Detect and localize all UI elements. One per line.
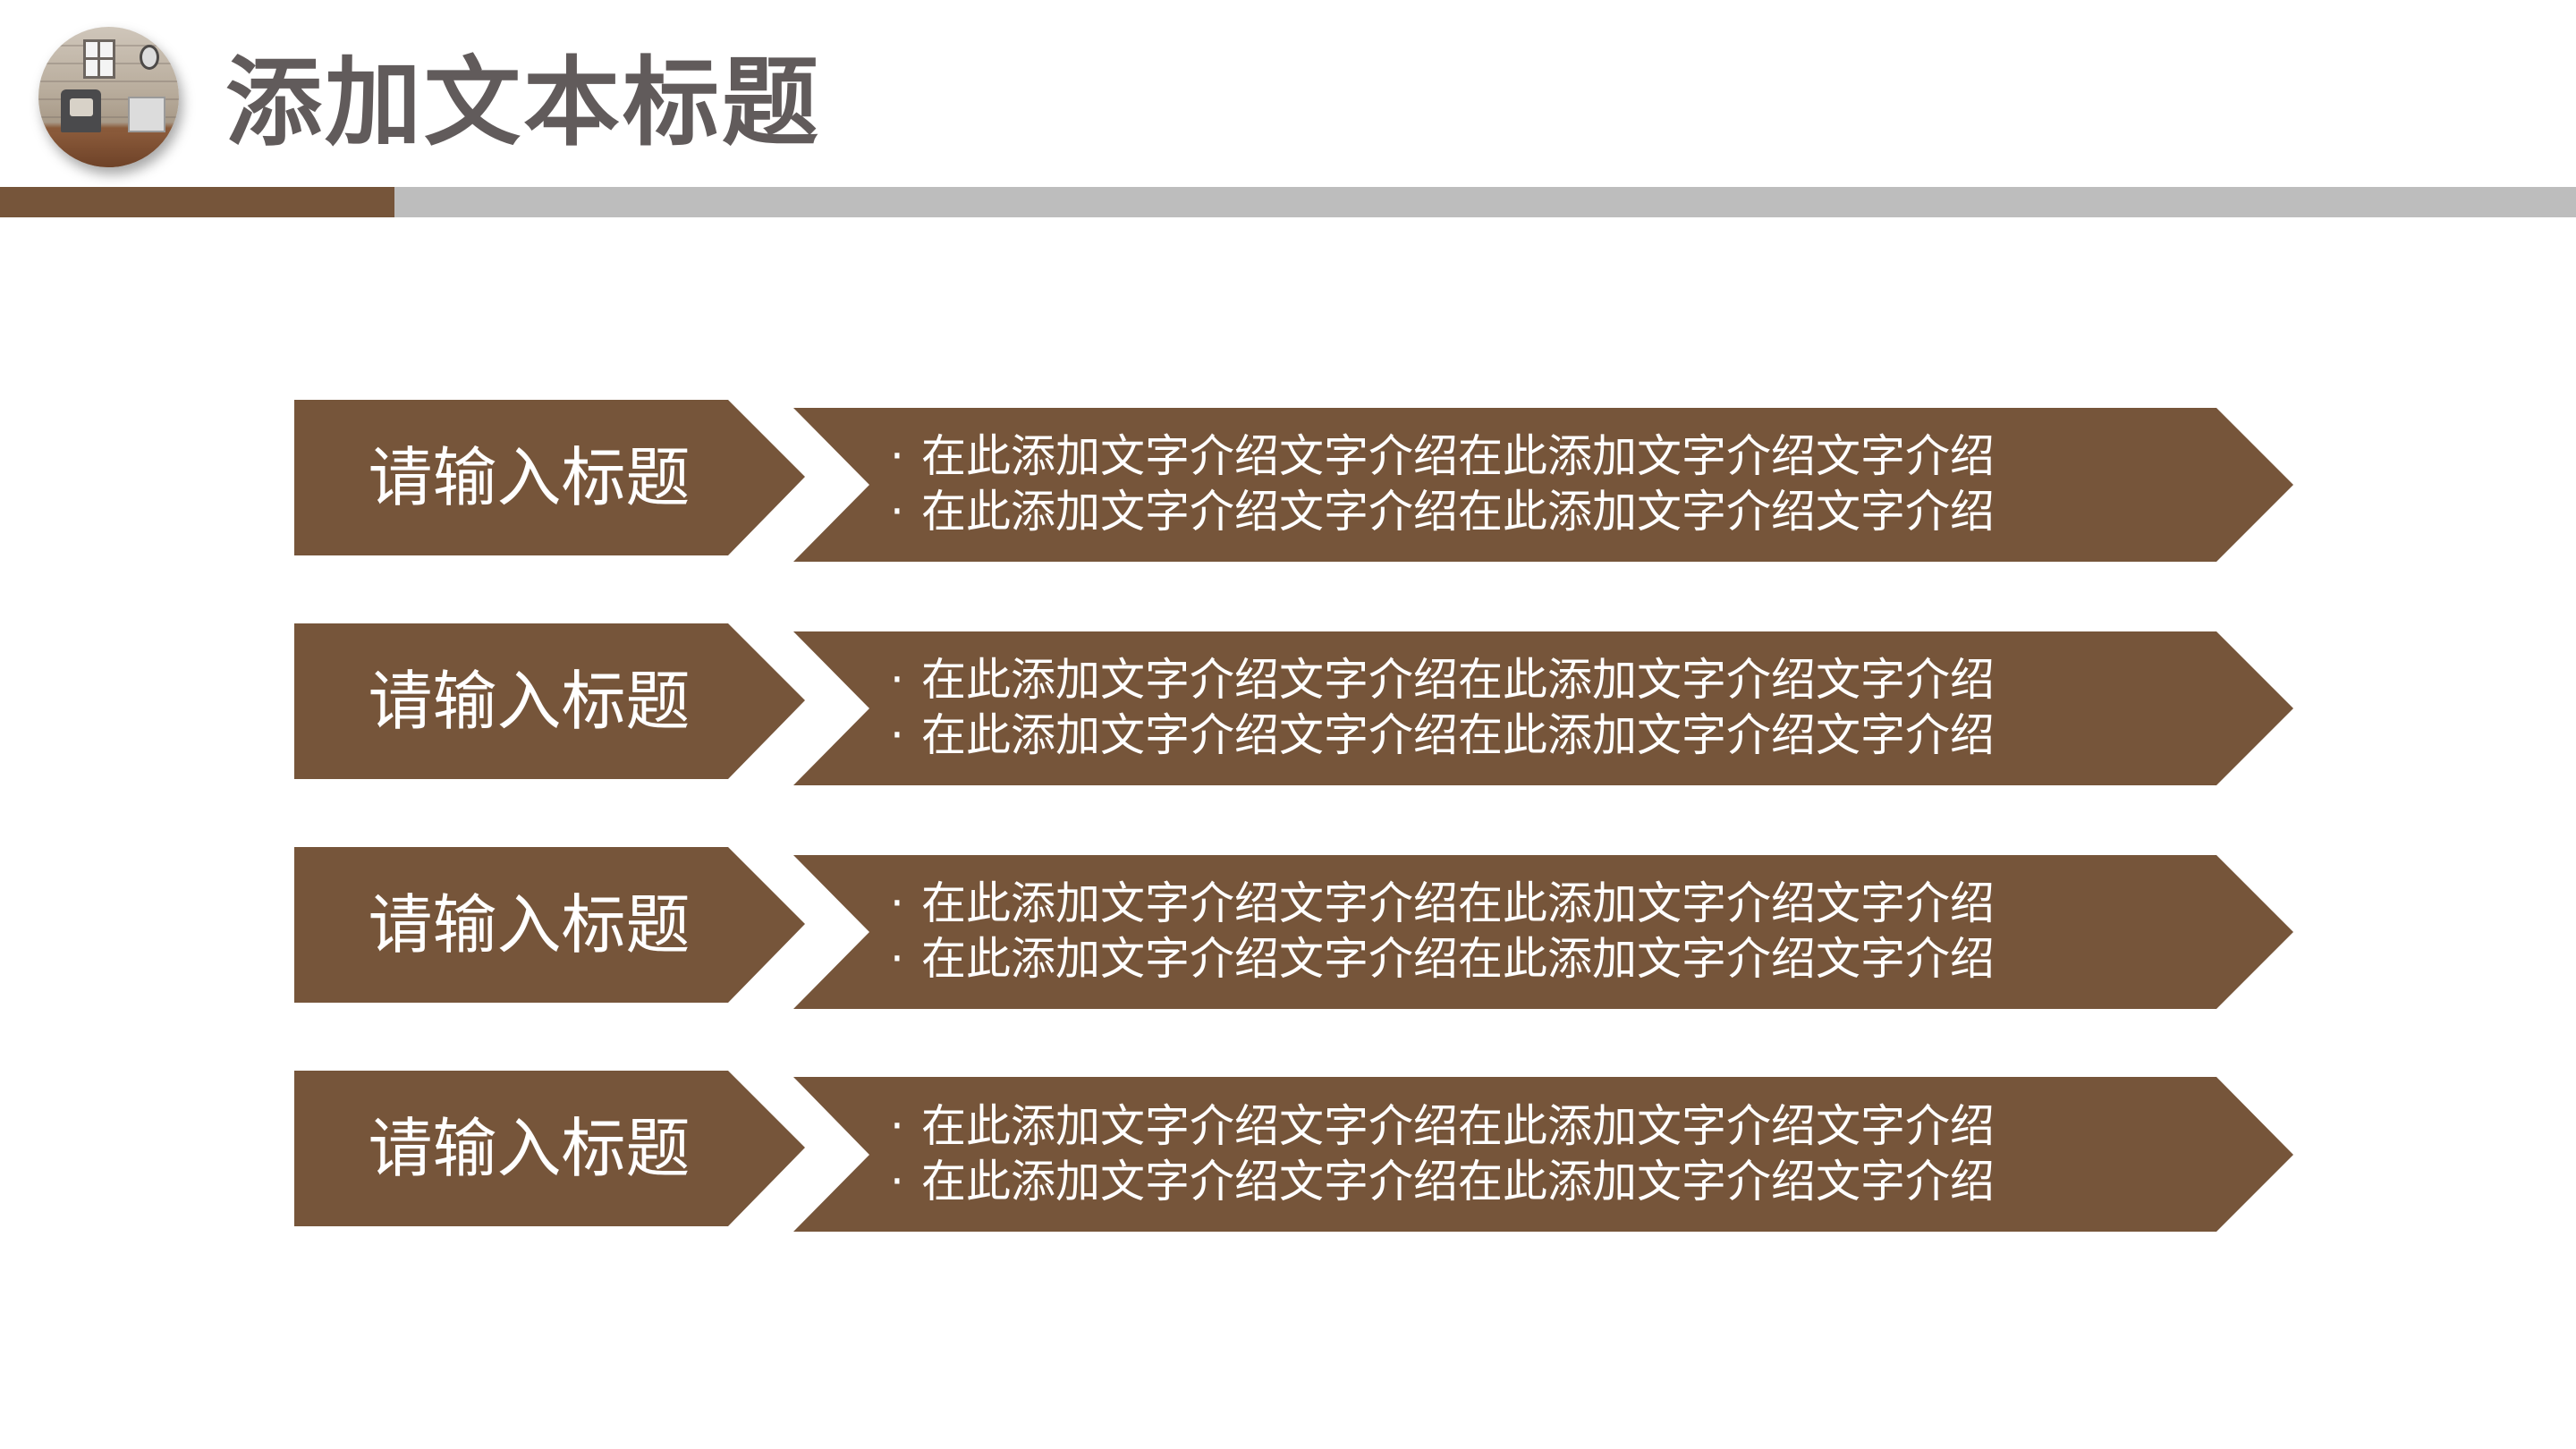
row-3-title-pentagon — [294, 847, 805, 1003]
row-3-bullet-1: · — [890, 877, 904, 929]
row-4-title[interactable]: 请输入标题 — [368, 1111, 691, 1186]
row-3-title[interactable]: 请输入标题 — [368, 887, 691, 962]
mirror-icon — [140, 45, 159, 70]
row-1-content-chevron — [793, 408, 2293, 562]
row-2-content-chevron — [793, 631, 2293, 785]
row-2-title[interactable]: 请输入标题 — [368, 664, 691, 739]
logo-image — [38, 27, 179, 167]
row-2-bullet-2: · — [890, 709, 904, 761]
row-3-bullet-2: · — [890, 933, 904, 985]
row-4-line-2[interactable]: 在此添加文字介绍文字介绍在此添加文字介绍文字介绍 — [921, 1156, 1995, 1208]
window-icon — [83, 39, 115, 79]
header-accent-bar — [0, 187, 394, 217]
wall-line — [38, 80, 179, 82]
row-4-bullet-1: · — [890, 1100, 904, 1152]
row-1-bullet-1: · — [890, 430, 904, 482]
row-1-line-1[interactable]: 在此添加文字介绍文字介绍在此添加文字介绍文字介绍 — [921, 430, 1995, 482]
row-3-content-chevron — [793, 855, 2293, 1009]
armchair-icon — [61, 89, 101, 132]
row-4-title-pentagon — [294, 1071, 805, 1226]
row-1-line-2[interactable]: 在此添加文字介绍文字介绍在此添加文字介绍文字介绍 — [921, 486, 1995, 538]
row-1-title-pentagon — [294, 400, 805, 555]
floor — [38, 132, 179, 167]
header-divider-bar — [394, 187, 2576, 217]
row-4-content-chevron — [793, 1077, 2293, 1232]
row-2-bullet-1: · — [890, 654, 904, 706]
row-1-bullet-2: · — [890, 486, 904, 538]
row-2-line-2[interactable]: 在此添加文字介绍文字介绍在此添加文字介绍文字介绍 — [921, 709, 1995, 761]
wall-line — [38, 98, 179, 100]
row-3-line-1[interactable]: 在此添加文字介绍文字介绍在此添加文字介绍文字介绍 — [921, 877, 1995, 929]
page-title: 添加文本标题 — [225, 47, 822, 159]
row-2-title-pentagon — [294, 623, 805, 779]
row-3-line-2[interactable]: 在此添加文字介绍文字介绍在此添加文字介绍文字介绍 — [921, 933, 1995, 985]
row-4-bullet-2: · — [890, 1156, 904, 1208]
row-2-line-1[interactable]: 在此添加文字介绍文字介绍在此添加文字介绍文字介绍 — [921, 654, 1995, 706]
row-1-title[interactable]: 请输入标题 — [368, 440, 691, 515]
wall-line — [38, 116, 179, 118]
row-4-line-1[interactable]: 在此添加文字介绍文字介绍在此添加文字介绍文字介绍 — [921, 1100, 1995, 1152]
cabinet-icon — [128, 97, 165, 132]
